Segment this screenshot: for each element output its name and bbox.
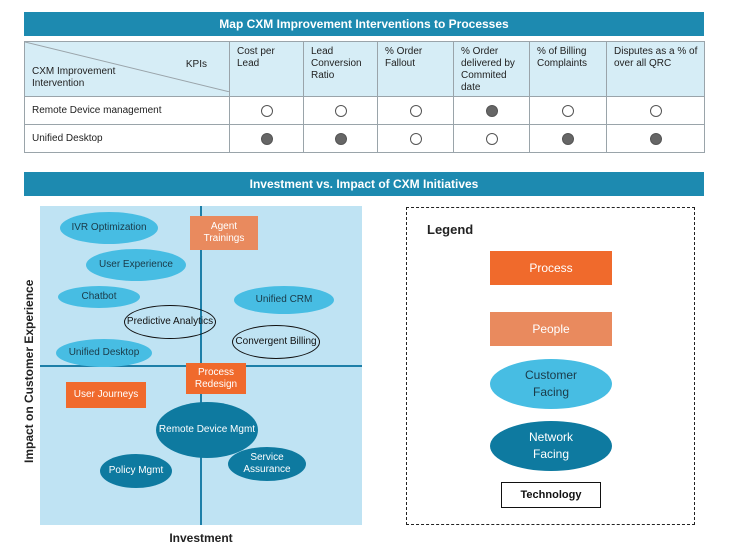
node-service-assurance: Service Assurance bbox=[228, 447, 306, 481]
node-ivr-optimization: IVR Optimization bbox=[60, 212, 158, 244]
intervention-header: CXM Improvement Intervention bbox=[32, 66, 116, 89]
table-row: Unified Desktop bbox=[24, 124, 705, 153]
node-agent-trainings: Agent Trainings bbox=[190, 216, 258, 250]
node-unified-desktop: Unified Desktop bbox=[56, 339, 152, 367]
empty-circle-icon bbox=[334, 104, 347, 117]
table-cell bbox=[303, 96, 378, 125]
table-cell bbox=[303, 124, 378, 153]
filled-circle-icon bbox=[649, 132, 662, 145]
column-header: % Order delivered by Commited date bbox=[453, 41, 530, 97]
row-label: Remote Device management bbox=[24, 96, 230, 125]
column-header: Cost per Lead bbox=[229, 41, 304, 97]
filled-circle-icon bbox=[260, 132, 273, 145]
legend-network-facing: Network Facing bbox=[490, 421, 612, 471]
kpis-header: KPIs bbox=[185, 59, 207, 70]
x-axis-label: Investment bbox=[169, 531, 233, 545]
empty-circle-icon bbox=[562, 104, 574, 117]
empty-circle-icon bbox=[260, 104, 273, 117]
impact-investment-matrix: IVR Optimization Agent Trainings User Ex… bbox=[40, 206, 362, 525]
table-cell bbox=[453, 96, 530, 125]
empty-circle-icon bbox=[485, 132, 498, 145]
legend-customer-facing: Customer Facing bbox=[490, 359, 612, 409]
node-chatbot: Chatbot bbox=[58, 286, 140, 308]
empty-circle-icon bbox=[409, 104, 422, 117]
table-cell bbox=[606, 96, 705, 125]
column-header: % of Billing Complaints bbox=[529, 41, 607, 97]
table-row: Remote Device management bbox=[24, 96, 705, 125]
empty-circle-icon bbox=[649, 104, 662, 117]
node-process-redesign: Process Redesign bbox=[186, 363, 246, 394]
legend-title: Legend bbox=[427, 222, 474, 237]
table-cell bbox=[606, 124, 705, 153]
filled-circle-icon bbox=[562, 132, 574, 145]
y-axis-label: Impact on Customer Experience bbox=[22, 279, 36, 463]
node-policy-mgmt: Policy Mgmt bbox=[100, 454, 172, 488]
kpi-map-banner: Map CXM Improvement Interventions to Pro… bbox=[24, 12, 704, 36]
row-label: Unified Desktop bbox=[24, 124, 230, 153]
kpi-table: KPIs CXM Improvement Intervention Cost p… bbox=[24, 41, 705, 153]
column-header: Disputes as a % of over all QRC bbox=[606, 41, 705, 97]
table-cell bbox=[529, 96, 607, 125]
legend-box: Legend Process People Customer Facing Ne… bbox=[406, 207, 695, 525]
filled-circle-icon bbox=[334, 132, 347, 145]
table-cell bbox=[229, 96, 304, 125]
node-unified-crm: Unified CRM bbox=[234, 286, 334, 314]
corner-diagonal bbox=[25, 42, 230, 92]
empty-circle-icon bbox=[409, 132, 422, 145]
column-header: Lead Conversion Ratio bbox=[303, 41, 378, 97]
node-remote-device-mgmt: Remote Device Mgmt bbox=[156, 402, 258, 458]
table-cell bbox=[453, 124, 530, 153]
node-convergent-billing: Convergent Billing bbox=[232, 325, 320, 359]
node-user-journeys: User Journeys bbox=[66, 382, 146, 408]
node-user-experience: User Experience bbox=[86, 249, 186, 281]
legend-people: People bbox=[490, 312, 612, 346]
table-cell bbox=[377, 124, 454, 153]
filled-circle-icon bbox=[485, 104, 498, 117]
node-predictive-analytics: Predictive Analytics bbox=[124, 305, 216, 339]
matrix-banner: Investment vs. Impact of CXM Initiatives bbox=[24, 172, 704, 196]
table-cell bbox=[529, 124, 607, 153]
legend-technology: Technology bbox=[501, 482, 601, 508]
column-header: % Order Fallout bbox=[377, 41, 454, 97]
table-corner-header: KPIs CXM Improvement Intervention bbox=[24, 41, 230, 97]
table-cell bbox=[229, 124, 304, 153]
legend-process: Process bbox=[490, 251, 612, 285]
table-cell bbox=[377, 96, 454, 125]
